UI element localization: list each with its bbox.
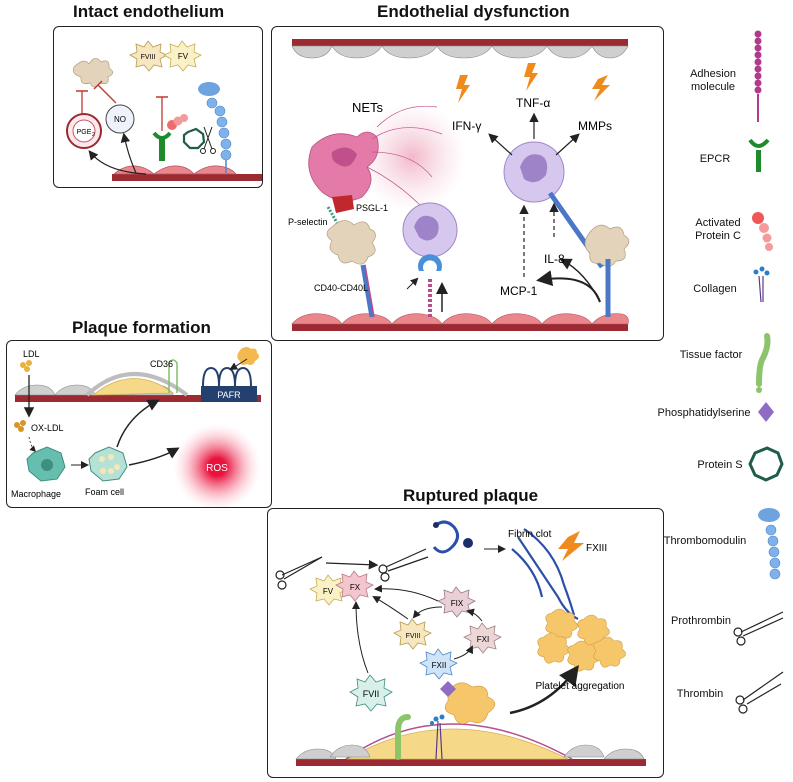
fviii-star xyxy=(393,618,432,650)
fix-factor-label: FIX xyxy=(451,599,464,608)
legend-epcr: EPCR xyxy=(699,153,731,165)
legend-prothrombin: Prothrombin xyxy=(671,615,731,627)
cd36-label: CD36 xyxy=(150,359,173,369)
fxiii-label: FXIII xyxy=(586,543,607,554)
legend-tissue-factor: Tissue factor xyxy=(679,349,743,361)
intact-endothelium-panel: FVIII FV NO PGE 2 xyxy=(53,26,263,188)
oxldl-label: OX-LDL xyxy=(31,423,64,433)
mmps-label: MMPs xyxy=(578,119,612,133)
fibrin-clot-label: Fibrin clot xyxy=(508,529,552,540)
fv-label: FV xyxy=(178,52,189,61)
fviii-factor-label: FVIII xyxy=(406,633,421,640)
legend-protein-s: Protein S xyxy=(697,459,743,471)
fxii-star xyxy=(419,648,458,680)
pafr-label: PAFR xyxy=(217,390,241,400)
platelet-aggregation-label: Platelet aggregation xyxy=(536,681,625,692)
fxii-factor-label: FXII xyxy=(432,661,447,670)
tnfa-label: TNF-α xyxy=(516,96,550,110)
ruptured-plaque-panel: Fibrin clot FXIII FV FX FIX FVIII FXI FX… xyxy=(267,508,664,778)
fxi-factor-label: FXI xyxy=(477,635,489,644)
plaque-formation-title: Plaque formation xyxy=(72,318,211,337)
legend-collagen: Collagen xyxy=(693,283,737,295)
fvii-star xyxy=(349,674,393,712)
fv-factor-label: FV xyxy=(323,587,334,596)
svg-text:2: 2 xyxy=(92,132,95,138)
pselectin-label: P-selectin xyxy=(288,217,328,227)
foam-cell-label: Foam cell xyxy=(85,487,124,497)
mcp1-label: MCP-1 xyxy=(500,284,538,298)
fviii-label: FVIII xyxy=(141,54,156,61)
fix-star xyxy=(437,586,476,618)
nets-label: NETs xyxy=(352,100,384,115)
legend-thrombin: Thrombin xyxy=(676,688,724,700)
ifng-label: IFN-γ xyxy=(452,119,481,133)
pge2-label: PGE xyxy=(77,129,92,136)
no-label: NO xyxy=(114,115,126,124)
il8-label: IL-8 xyxy=(544,252,565,266)
cd40-label: CD40-CD40L xyxy=(314,283,368,293)
legend-activated-protein-c: Activated Protein C xyxy=(695,217,741,242)
endothelial-dysfunction-panel: NETs PSGL-1 P-selectin CD40-CD40L IFN-γ … xyxy=(271,26,664,341)
platelet-shape xyxy=(72,58,114,88)
intact-endothelium-title: Intact endothelium xyxy=(73,2,225,21)
endothelial-dysfunction-title: Endothelial dysfunction xyxy=(377,2,570,21)
legend-phosphatidylserine: Phosphatidylserine xyxy=(657,407,751,419)
fx-star xyxy=(335,570,374,602)
ruptured-plaque-title: Ruptured plaque xyxy=(403,486,539,505)
legend-adhesion-molecule: Adhesion molecule xyxy=(690,68,736,93)
fxi-star xyxy=(463,622,502,654)
fvii-factor-label: FVII xyxy=(363,689,380,699)
ldl-label: LDL xyxy=(23,349,40,359)
plaque-formation-panel: LDL OX-LDL Macrophage Foam cell CD36 PAF… xyxy=(6,340,272,511)
ros-label: ROS xyxy=(206,463,228,474)
legend-thrombomodulin: Thrombomodulin xyxy=(663,535,747,547)
macrophage-label: Macrophage xyxy=(11,489,61,499)
fx-factor-label: FX xyxy=(350,583,361,592)
psgl1-label: PSGL-1 xyxy=(356,203,388,213)
